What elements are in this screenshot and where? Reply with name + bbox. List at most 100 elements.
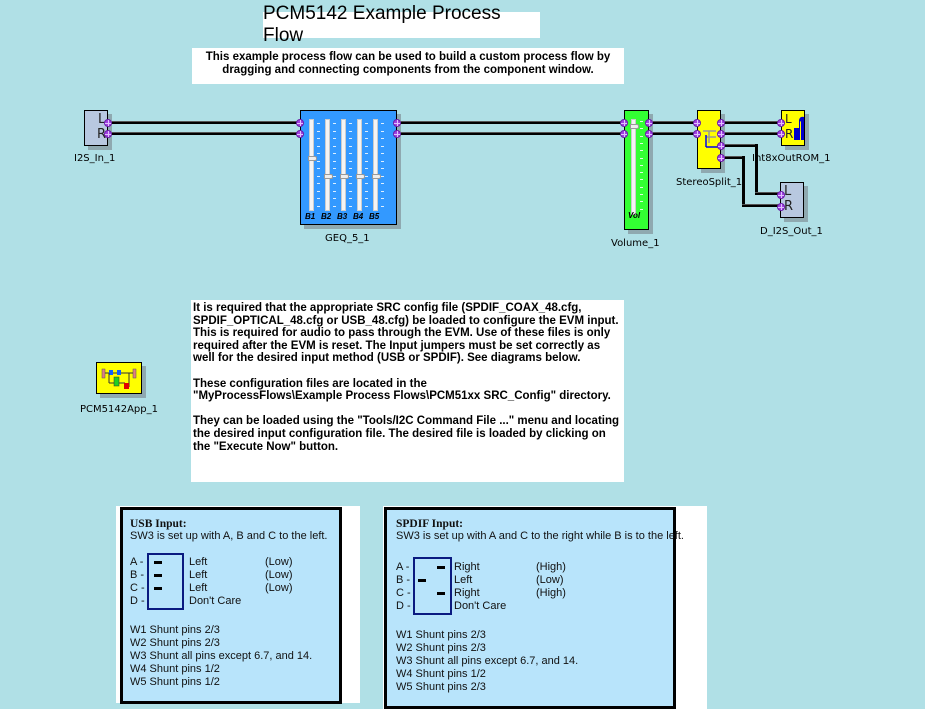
spdif-switch-level: (High)	[536, 561, 566, 573]
rom-in-port-l[interactable]	[777, 119, 785, 127]
wire-split-to-out-r-c	[742, 204, 783, 207]
usb-jumper-line: W1 Shunt pins 2/3	[130, 624, 220, 636]
usb-switch-level: (Low)	[265, 569, 293, 581]
pcm-app-block[interactable]	[96, 362, 142, 394]
geq-tick	[381, 168, 384, 169]
geq-tick	[349, 130, 352, 132]
usb-switch-position: Left	[189, 569, 208, 581]
d-i2s-out-block[interactable]: L R	[780, 182, 804, 218]
geq-tick	[349, 198, 352, 199]
port-label-l: L	[785, 112, 792, 126]
usb-panel-title: USB Input:	[130, 518, 187, 530]
port-label-r: R	[784, 199, 794, 214]
geq-tick	[317, 123, 320, 124]
spdif-switch-key: A -	[396, 561, 410, 573]
spdif-switch-sw3	[413, 557, 452, 615]
split-out-port-2[interactable]	[717, 130, 725, 138]
geq-tick	[333, 123, 336, 124]
volume-tick	[640, 135, 643, 137]
i2s-in-port-r[interactable]	[104, 130, 112, 138]
geq-tick	[349, 205, 352, 207]
geq-tick	[381, 123, 384, 124]
geq-tick	[333, 205, 336, 207]
geq-tick	[317, 145, 320, 147]
page-title: PCM5142 Example Process Flow	[263, 3, 540, 46]
geq-tick	[365, 205, 368, 207]
volume-tick	[640, 121, 643, 122]
geq-in-port-r[interactable]	[296, 130, 304, 138]
volume-tick	[640, 186, 643, 188]
note-p2-line1: These configuration files are located in…	[193, 377, 427, 390]
split-in-port-l[interactable]	[693, 119, 701, 127]
volume-slider-thumb[interactable]	[630, 123, 639, 129]
geq-tick	[381, 145, 384, 147]
geq-slider-track-b2[interactable]	[325, 119, 330, 211]
note-paragraph-2: These configuration files are located in…	[193, 378, 622, 403]
geq-band-label: B4	[353, 212, 364, 221]
geq-tick	[381, 175, 384, 177]
volume-slider-track[interactable]	[631, 119, 636, 215]
geq-slider-thumb-b4[interactable]	[356, 174, 365, 180]
d-i2s-out-label: D_I2S_Out_1	[760, 226, 823, 237]
volume-block[interactable]: Vol	[624, 110, 649, 230]
geq-band-label: B2	[321, 212, 332, 221]
geq-out-port-r[interactable]	[393, 130, 401, 138]
i2s-in-block[interactable]: L R	[84, 110, 108, 146]
geq-slider-track-b3[interactable]	[341, 119, 346, 211]
i2s-in-port-l[interactable]	[104, 119, 112, 127]
geq-tick	[317, 153, 320, 154]
spdif-switch-lever	[437, 592, 445, 595]
geq-tick	[333, 198, 336, 199]
wire-split-to-rom-l	[720, 121, 782, 124]
spdif-jumper-line: W4 Shunt pins 1/2	[396, 668, 486, 680]
geq-out-port-l[interactable]	[393, 119, 401, 127]
volume-out-port-l[interactable]	[645, 119, 653, 127]
usb-input-panel: USB Input: SW3 is set up with A, B and C…	[120, 507, 342, 704]
geq-tick	[365, 190, 368, 192]
geq-in-port-l[interactable]	[296, 119, 304, 127]
spdif-jumper-line: W2 Shunt pins 2/3	[396, 642, 486, 654]
geq-slider-track-b4[interactable]	[357, 119, 362, 211]
usb-panel-subtitle: SW3 is set up with A, B and C to the lef…	[130, 530, 328, 542]
volume-tick	[640, 142, 643, 144]
volume-in-port-l[interactable]	[620, 119, 628, 127]
split-out-port-1[interactable]	[717, 119, 725, 127]
spdif-switch-key: C -	[396, 587, 411, 599]
geq-slider-track-b5[interactable]	[373, 119, 378, 211]
geq-slider-thumb-b1[interactable]	[308, 155, 317, 161]
usb-switch-key: D -	[130, 595, 145, 607]
geq-tick	[333, 190, 336, 192]
geq-tick	[381, 183, 384, 184]
geq-slider-thumb-b2[interactable]	[324, 174, 333, 180]
split-out-port-4[interactable]	[717, 154, 725, 162]
out-in-port-l[interactable]	[777, 191, 785, 199]
geq-tick	[317, 175, 320, 177]
instructions-note: It is required that the appropriate SRC …	[191, 300, 624, 482]
spdif-switch-position: Don't Care	[454, 600, 507, 612]
spdif-switch-position: Right	[454, 587, 480, 599]
geq-tick	[365, 183, 368, 184]
geq-tick	[381, 190, 384, 192]
geq-slider-thumb-b3[interactable]	[340, 174, 349, 180]
spdif-switch-position: Left	[454, 574, 473, 586]
volume-in-port-r[interactable]	[620, 130, 628, 138]
split-out-port-3[interactable]	[717, 142, 725, 150]
geq-tick	[349, 123, 352, 124]
usb-switch-lever	[154, 574, 162, 577]
geq-slider-track-b1[interactable]	[309, 119, 314, 211]
geq-tick	[317, 160, 320, 162]
geq-tick	[349, 175, 352, 177]
geq-tick	[317, 183, 320, 184]
int8x-out-rom-block[interactable]: L R	[781, 110, 805, 146]
usb-switch-position: Left	[189, 556, 208, 568]
out-in-port-r[interactable]	[777, 203, 785, 211]
volume-tick	[640, 179, 643, 181]
rom-in-port-r[interactable]	[777, 130, 785, 138]
split-in-port-r[interactable]	[693, 130, 701, 138]
volume-out-port-r[interactable]	[645, 130, 653, 138]
geq-tick	[365, 160, 368, 162]
usb-switch-lever	[154, 561, 162, 564]
port-label-r: R	[785, 127, 794, 141]
geq-slider-thumb-b5[interactable]	[372, 174, 381, 180]
